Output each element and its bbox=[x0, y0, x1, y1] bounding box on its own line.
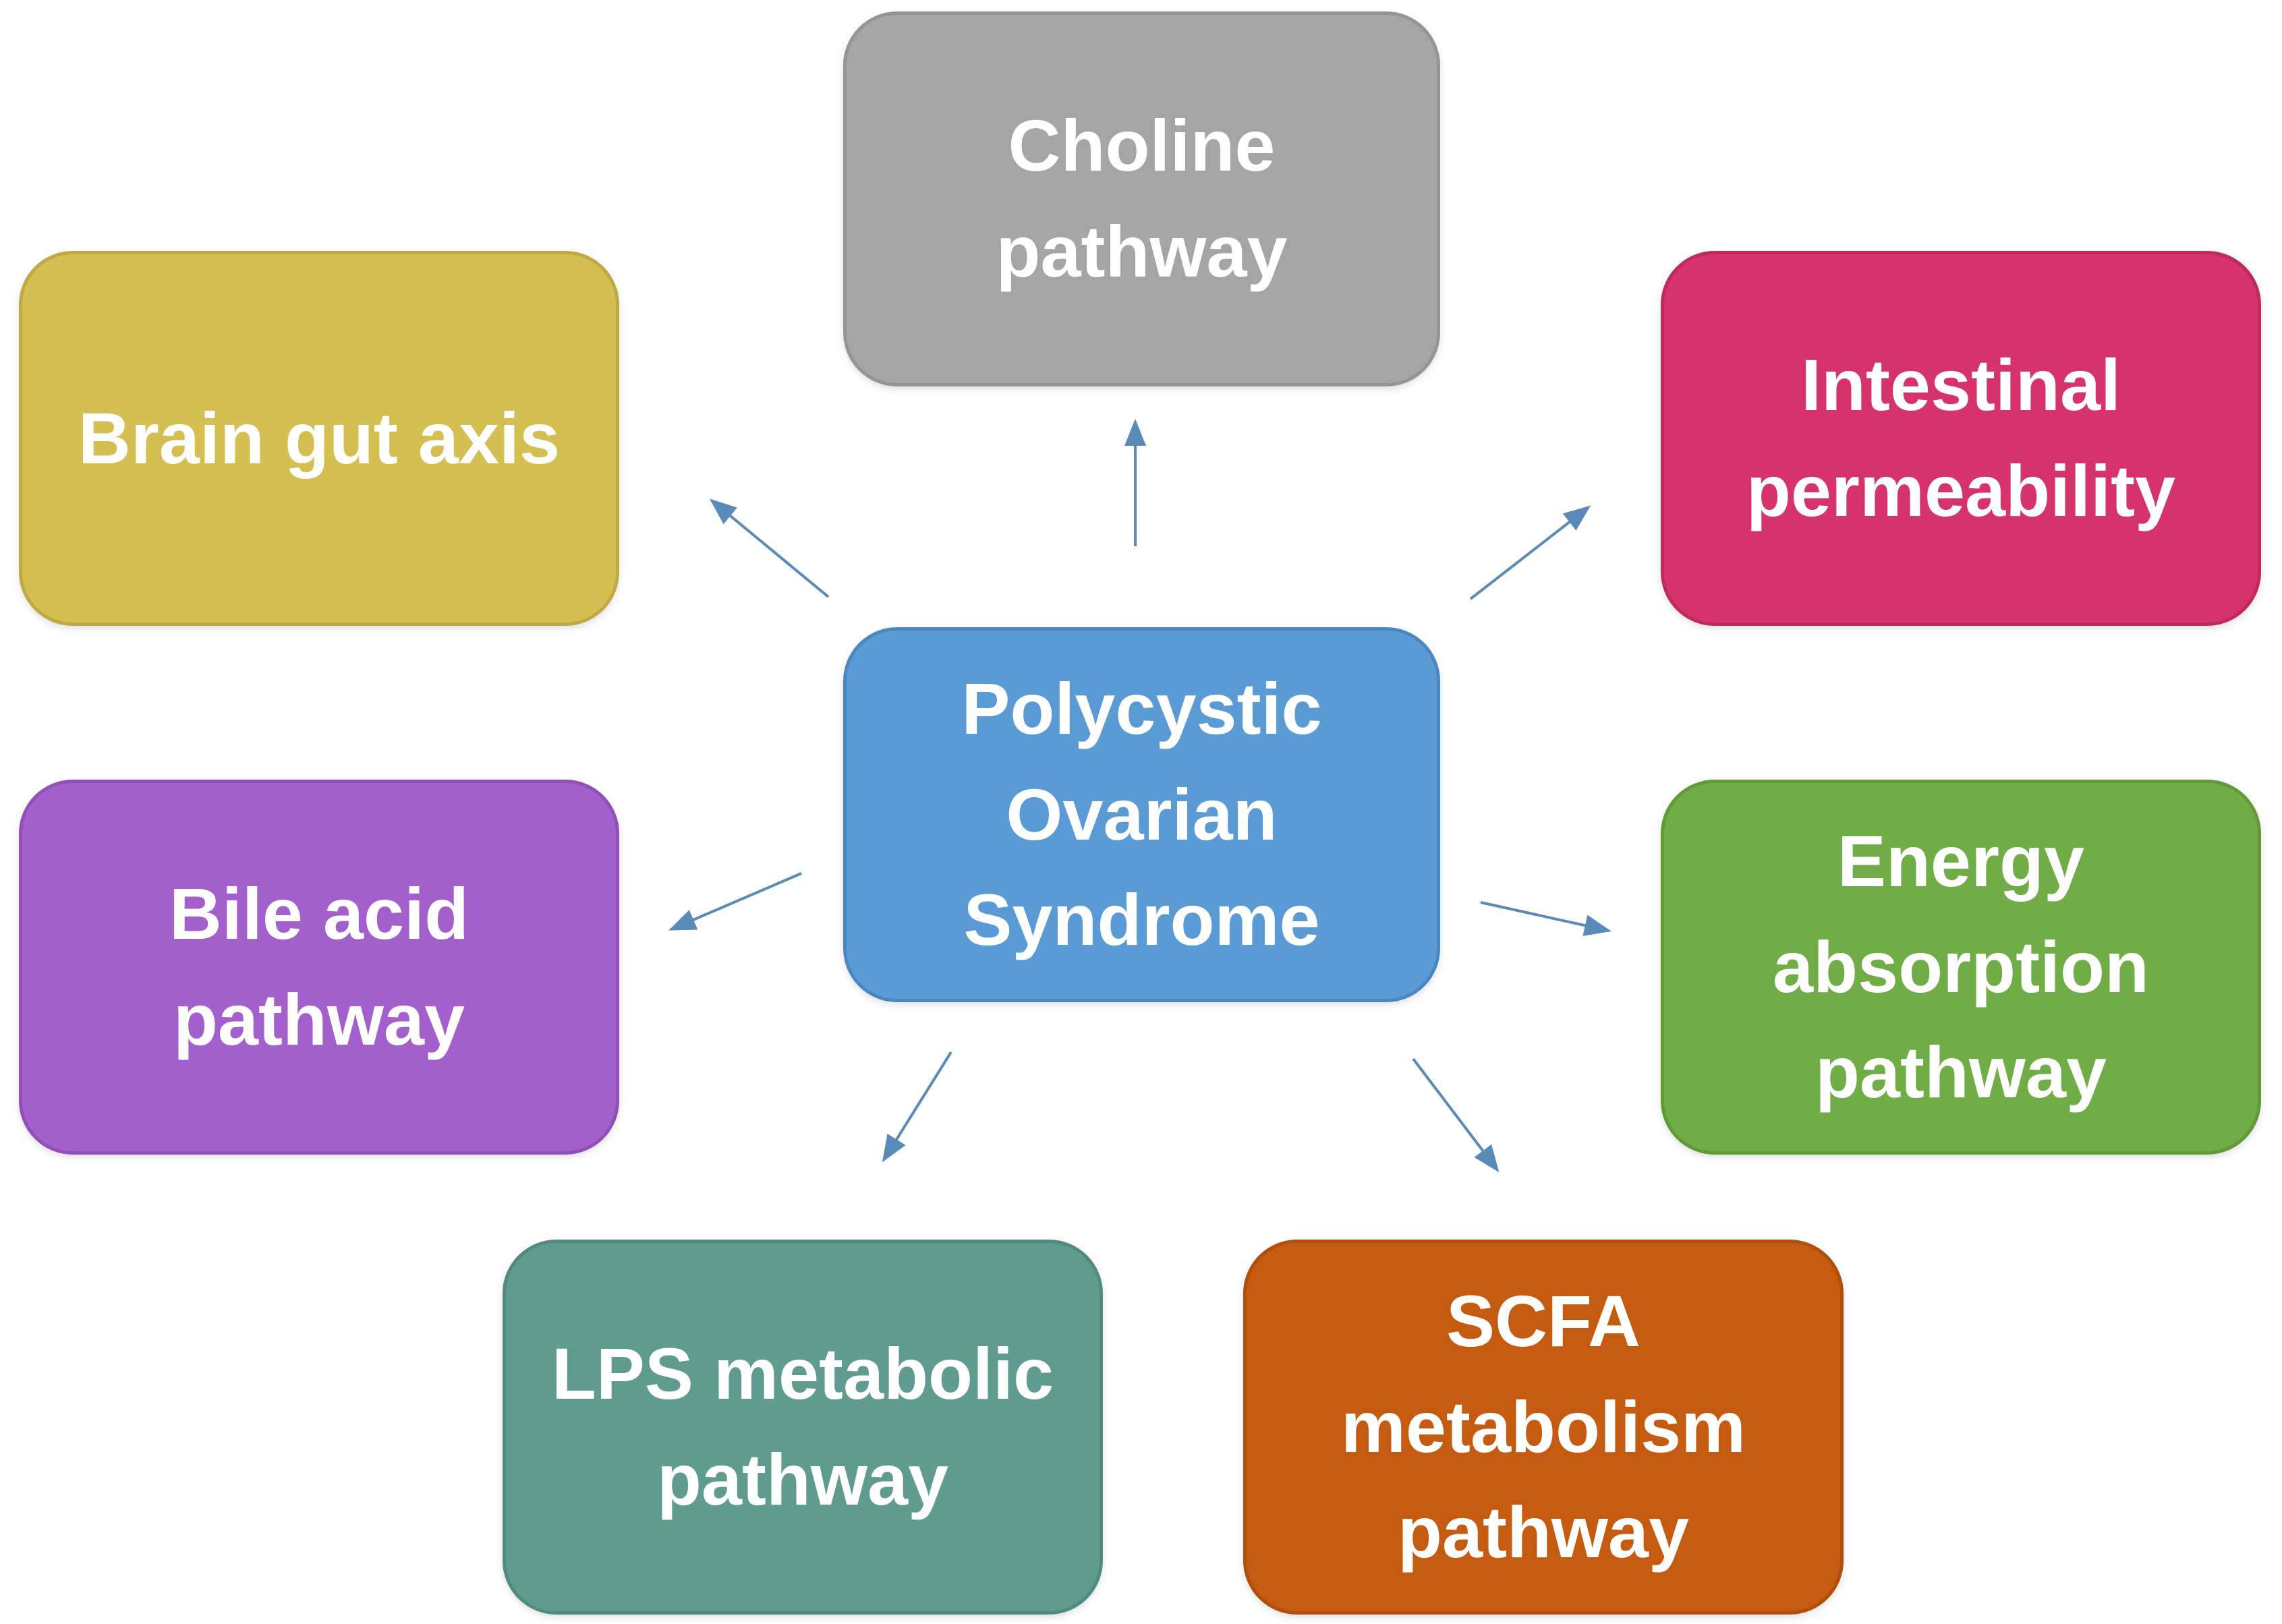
node-scfa-metabolism-pathway: SCFA metabolism pathway bbox=[1243, 1240, 1844, 1615]
arrow-to-bile-acid bbox=[668, 872, 802, 931]
node-label: Polycystic Ovarian Syndrome bbox=[961, 668, 1322, 961]
node-label: LPS metabolic pathway bbox=[551, 1333, 1054, 1520]
node-bile-acid-pathway: Bile acid pathway bbox=[19, 780, 619, 1155]
node-label: Choline pathway bbox=[996, 105, 1288, 292]
node-polycystic-ovarian-syndrome: Polycystic Ovarian Syndrome bbox=[843, 627, 1440, 1002]
node-label: Intestinal permeability bbox=[1746, 344, 2176, 531]
arrow-to-energy-absorption bbox=[1480, 901, 1611, 936]
arrow-to-intestinal-permeability bbox=[1469, 505, 1591, 600]
arrow-to-brain-gut-axis bbox=[709, 498, 830, 598]
node-choline-pathway: Choline pathway bbox=[843, 11, 1440, 386]
node-label: Bile acid pathway bbox=[169, 873, 469, 1060]
node-label: Brain gut axis bbox=[78, 397, 561, 479]
node-label: Energy absorption pathway bbox=[1773, 820, 2149, 1113]
node-brain-gut-axis: Brain gut axis bbox=[19, 251, 619, 626]
node-lps-metabolic-pathway: LPS metabolic pathway bbox=[503, 1240, 1103, 1615]
node-energy-absorption-pathway: Energy absorption pathway bbox=[1661, 780, 2261, 1155]
arrow-to-scfa-metabolism bbox=[1412, 1057, 1500, 1173]
node-label: SCFA metabolism pathway bbox=[1340, 1280, 1746, 1573]
arrow-to-lps-metabolic bbox=[882, 1051, 952, 1163]
node-intestinal-permeability: Intestinal permeability bbox=[1661, 251, 2261, 626]
